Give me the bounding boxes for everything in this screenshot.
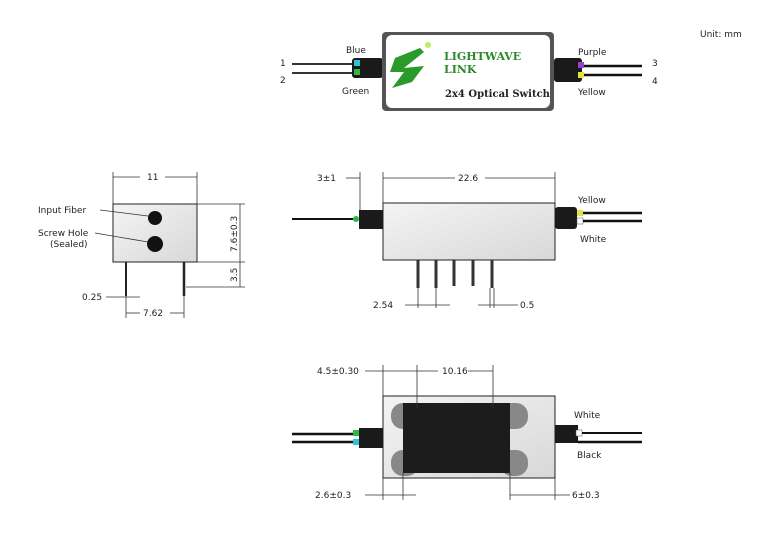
dim-left: 2.6±0.3	[315, 491, 351, 501]
dim-width: 11	[147, 173, 158, 183]
white-marker	[576, 217, 584, 225]
left-boot	[359, 210, 383, 229]
dim-length: 22.6	[458, 174, 478, 184]
label-white: White	[580, 235, 607, 245]
green-marker	[353, 430, 359, 436]
port-3: 3	[652, 59, 658, 69]
purple-marker	[578, 62, 584, 68]
bottom-view: White Black 4.5±0.30 10.16 2.6±0.3 6±0.3	[292, 365, 642, 501]
cyan-marker	[353, 439, 359, 445]
switch-label-panel	[386, 35, 550, 108]
dim-pin-spacing: 7.62	[143, 309, 163, 319]
dim-offset: 4.5±0.30	[317, 367, 359, 377]
dim-pin-span: 10.16	[442, 367, 468, 377]
dim-height: 7.6±0.3	[230, 216, 240, 252]
input-fiber-hole	[148, 211, 162, 225]
drawing-mark: LIGHTWAVE	[444, 50, 521, 63]
green-marker	[353, 216, 359, 222]
end-view: Input Fiber Screw Hole (Sealed) 11 7.6±0…	[38, 172, 245, 319]
dim-pin-width: 0.5	[520, 301, 534, 311]
drawing-mark: LINK	[444, 63, 477, 76]
blue-marker	[354, 60, 360, 66]
label-sealed: (Sealed)	[50, 240, 88, 250]
label-black: Black	[577, 451, 602, 461]
pins	[416, 260, 494, 288]
unit-label: Unit: mm	[700, 30, 742, 40]
side-body	[382, 202, 556, 261]
right-boot	[554, 58, 582, 82]
dim-right: 6±0.3	[572, 491, 600, 501]
left-boot	[359, 428, 383, 448]
lightwave-logo: LIGHTWAVE LINK	[390, 42, 521, 88]
dim-boot: 3±1	[317, 174, 336, 184]
product-name: 2x4 Optical Switch	[445, 89, 551, 100]
yellow-marker	[578, 72, 584, 78]
label-yellow: Yellow	[577, 196, 606, 206]
drawing-mark	[390, 48, 424, 88]
label-input-fiber: Input Fiber	[38, 206, 86, 216]
green-marker	[354, 69, 360, 75]
label-screw-hole: Screw Hole	[38, 229, 89, 239]
dim-pin-length: 3.5	[230, 268, 240, 282]
side-view: Yellow White 3±1 22.6 2.54 0.5	[292, 172, 642, 311]
port-2: 2	[280, 76, 286, 86]
port-1: 1	[280, 59, 286, 69]
yellow-marker	[577, 210, 583, 216]
dimension-line	[94, 232, 149, 243]
top-view: Blue Green 1 2 LIGHTWAVE LINK 2x4 Optica…	[280, 32, 658, 111]
drawing-mark	[575, 429, 583, 437]
label-blue: Blue	[346, 46, 366, 56]
label-white: White	[574, 411, 601, 421]
label-yellow: Yellow	[577, 88, 606, 98]
dimension-line	[99, 209, 149, 217]
dim-pin-diameter: 0.25	[82, 293, 102, 303]
label-purple: Purple	[578, 48, 607, 58]
right-boot	[555, 207, 577, 229]
port-4: 4	[652, 77, 658, 87]
screw-hole	[147, 236, 163, 252]
relay-block	[403, 403, 510, 473]
drawing-mark	[425, 42, 431, 48]
dim-pitch: 2.54	[373, 301, 393, 311]
label-green: Green	[342, 87, 369, 97]
